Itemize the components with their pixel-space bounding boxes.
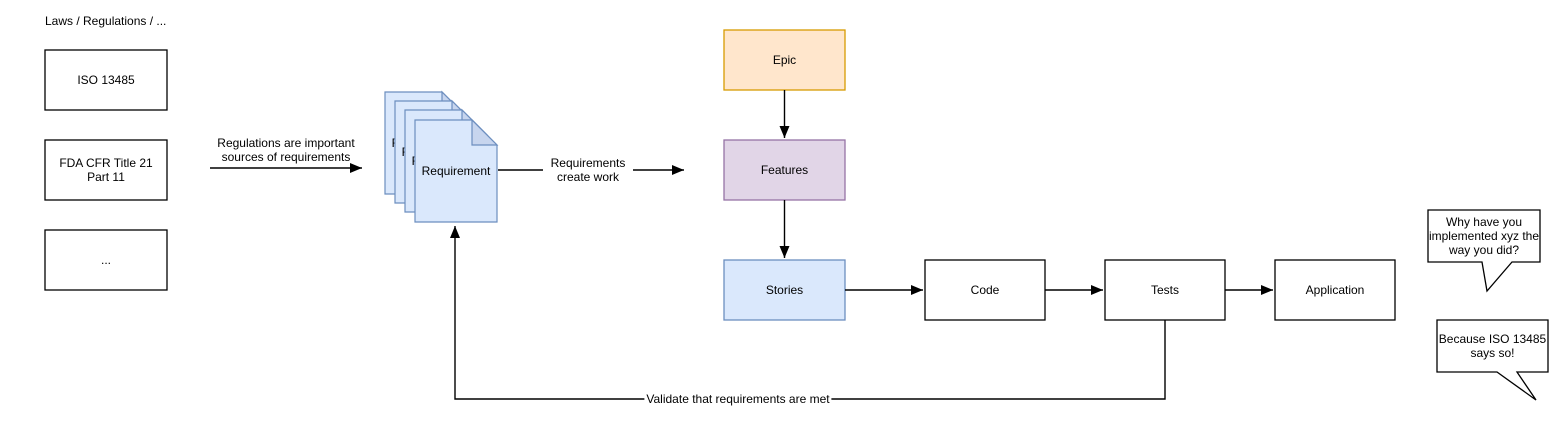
stories-label: Stories — [765, 283, 804, 297]
fda-cfr-box — [44, 139, 168, 201]
stories-box — [723, 259, 846, 321]
requirement-doc-stack: Requirement Requirement Requirement Requ… — [384, 90, 499, 223]
ellipsis-label: ... — [100, 253, 111, 267]
features-box — [723, 139, 846, 201]
validate-arrow-label: Validate that requirements are met — [644, 392, 832, 406]
requirement-label: Requirement — [422, 164, 491, 178]
fda-cfr-label: FDA CFR Title 21 Part 11 — [59, 156, 153, 184]
epic-label: Epic — [772, 53, 797, 67]
features-label: Features — [760, 163, 809, 177]
requirements-create-work-label: Requirements create work — [543, 156, 633, 184]
document-fold-icon — [471, 118, 499, 146]
answer-speech-bubble — [1436, 319, 1549, 401]
application-label: Application — [1305, 283, 1365, 297]
application-box — [1274, 259, 1396, 321]
code-box — [924, 259, 1046, 321]
regulations-arrow-label: Regulations are important sources of req… — [217, 136, 355, 164]
tests-box — [1104, 259, 1226, 321]
iso-13485-box — [44, 49, 168, 111]
laws-regulations-heading: Laws / Regulations / ... — [45, 14, 167, 28]
code-label: Code — [970, 283, 1000, 297]
iso-13485-label: ISO 13485 — [77, 73, 135, 87]
question-speech-bubble — [1427, 209, 1541, 293]
answer-bubble-text: Because ISO 13485 says so! — [1438, 332, 1547, 360]
tests-label: Tests — [1150, 283, 1179, 297]
question-bubble-text: Why have you implemented xyz the way you… — [1428, 215, 1540, 257]
ellipsis-box — [44, 229, 168, 291]
